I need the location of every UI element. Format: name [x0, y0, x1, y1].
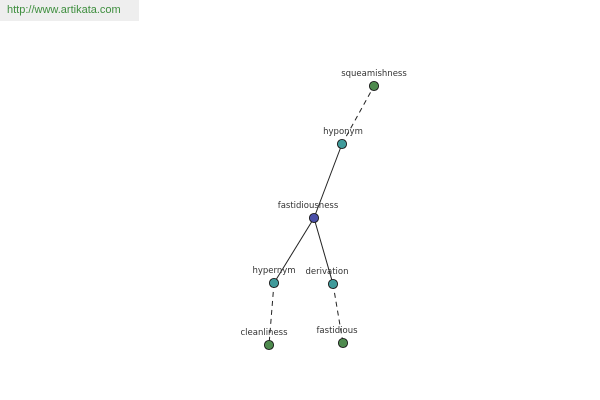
- edges-layer: [268, 85, 375, 346]
- edge-derivation-to-fastidious: [332, 283, 344, 344]
- node-hypernym[interactable]: [268, 277, 280, 289]
- node-fastidious[interactable]: [337, 337, 349, 349]
- node-label-fastidiousness[interactable]: fastidiousness: [278, 201, 339, 211]
- node-label-squeamishness[interactable]: squeamishness: [341, 69, 407, 79]
- edge-fastidiousness-to-hyponym: [313, 143, 343, 219]
- node-label-cleanliness[interactable]: cleanliness: [240, 328, 288, 338]
- edge-hyponym-to-squeamishness: [341, 85, 375, 145]
- edge-fastidiousness-to-hypernym: [273, 217, 315, 284]
- node-derivation[interactable]: [327, 278, 339, 290]
- nodes-layer: [263, 80, 380, 351]
- node-label-hyponym[interactable]: hyponym: [323, 127, 363, 137]
- node-label-derivation[interactable]: derivation: [305, 267, 348, 277]
- node-hyponym[interactable]: [336, 138, 348, 150]
- site-url-link[interactable]: http://www.artikata.com: [0, 0, 139, 21]
- node-squeamishness[interactable]: [368, 80, 380, 92]
- node-label-fastidious[interactable]: fastidious: [316, 326, 358, 336]
- labels-layer: squeamishness hyponym fastidiousness hypern…: [240, 69, 407, 338]
- edge-fastidiousness-to-derivation: [313, 217, 334, 285]
- node-cleanliness[interactable]: [263, 339, 275, 351]
- edge-hypernym-to-cleanliness: [268, 282, 275, 346]
- node-fastidiousness[interactable]: [308, 212, 320, 224]
- node-label-hypernym[interactable]: hypernym: [252, 266, 295, 276]
